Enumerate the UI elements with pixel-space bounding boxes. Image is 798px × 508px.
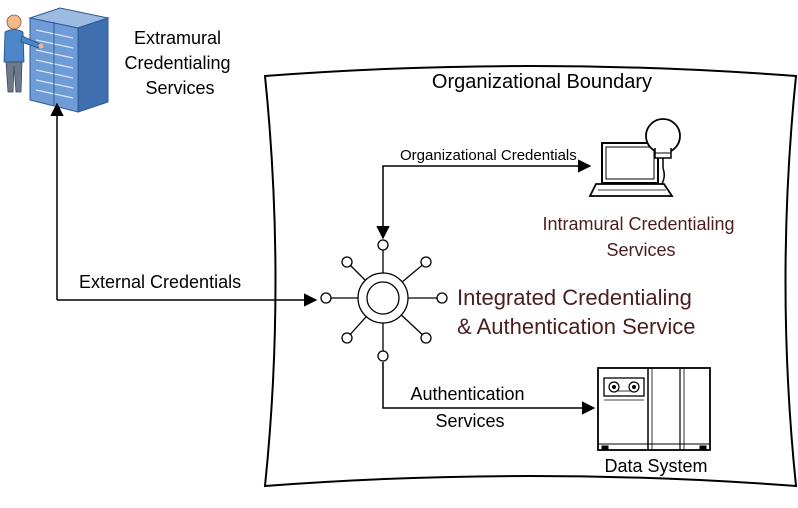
hub-label: Integrated Credentialing & Authenticatio… xyxy=(457,285,698,339)
mainframe-tape-icon xyxy=(597,367,711,451)
authentication-services-label-line-1: Authentication xyxy=(410,384,524,404)
authentication-services-label: Authentication Services xyxy=(410,384,529,431)
data-system-label: Data System xyxy=(604,456,707,476)
hub-network-icon xyxy=(320,239,448,362)
extramural-label-line-1: Extramural xyxy=(134,28,221,48)
server-rack-with-person-icon xyxy=(3,7,110,113)
intramural-label-line-2: Services xyxy=(606,240,675,260)
organizational-credentials-connector xyxy=(376,159,592,240)
organizational-boundary-shape xyxy=(263,65,798,488)
organizational-credentials-label: Organizational Credentials xyxy=(400,147,577,164)
intramural-label-line-1: Intramural Credentialing xyxy=(542,214,734,234)
boundary-label: Organizational Boundary xyxy=(432,71,652,93)
authentication-services-connector xyxy=(382,362,596,415)
hub-label-line-1: Integrated Credentialing xyxy=(457,285,692,310)
extramural-label: Extramural Credentialing Services xyxy=(124,28,235,98)
laptop-with-lightbulb-icon xyxy=(588,118,681,197)
hub-label-line-2: & Authentication Service xyxy=(457,314,695,339)
authentication-services-label-line-2: Services xyxy=(435,411,504,431)
external-credentials-label: External Credentials xyxy=(79,272,241,292)
extramural-label-line-2: Credentialing xyxy=(124,53,230,73)
extramural-label-line-3: Services xyxy=(145,78,214,98)
intramural-label: Intramural Credentialing Services xyxy=(542,214,739,260)
